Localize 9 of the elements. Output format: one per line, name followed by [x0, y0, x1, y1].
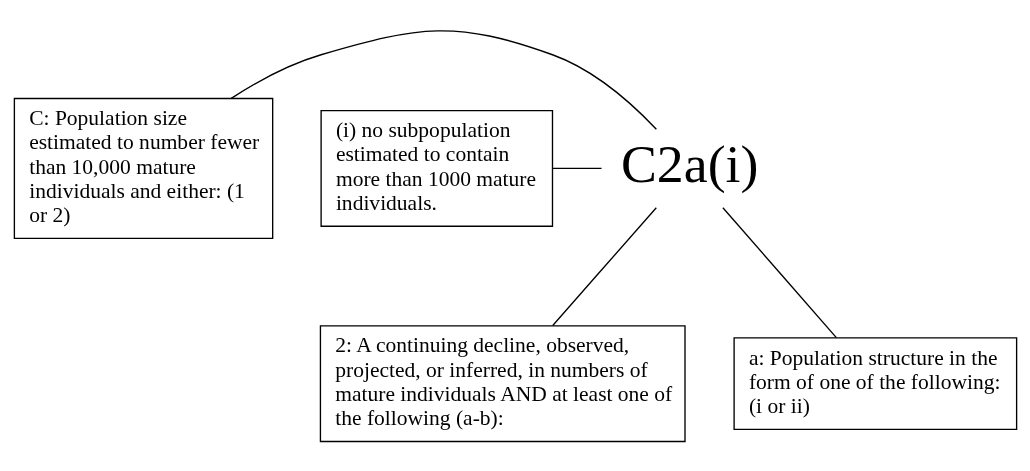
node-text: C2a(i) [620, 133, 758, 194]
connector [551, 167, 602, 169]
node-box: C: Population size estimated to number fewer than 10,000 mature individuals and either: (1 or 2) [13, 97, 273, 239]
node-box: 2: A continuing decline, observed, projected, or inferred, in numbers of mature individuals AND at least one of the following (a-b): [319, 324, 686, 442]
node-box: (i) no subpopulation estimated to contain more than 1000 mature individuals. [319, 109, 553, 227]
node-box: a: Population structure in the form of one of the following: (i or ii) [732, 336, 1017, 430]
connector [721, 206, 837, 338]
connector [230, 29, 657, 130]
connector [551, 206, 657, 326]
